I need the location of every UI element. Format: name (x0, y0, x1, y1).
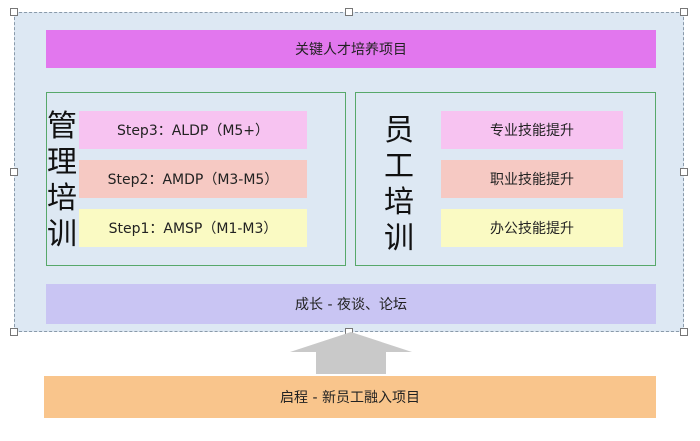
program-title-bar: 关键人才培养项目 (46, 30, 656, 68)
skill-professional: 专业技能提升 (441, 111, 623, 149)
resize-handle-top-center[interactable] (345, 8, 353, 16)
growth-bar: 成长 - 夜谈、论坛 (46, 284, 656, 324)
resize-handle-top-right[interactable] (680, 8, 688, 16)
resize-handle-middle-right[interactable] (680, 168, 688, 176)
step-label: Step1：AMSP（M1-M3） (108, 221, 278, 237)
skill-career: 职业技能提升 (441, 160, 623, 198)
management-training-panel: 管 理 培 训 Step3：ALDP（M5+） Step2：AMDP（M3-M5… (46, 92, 346, 266)
resize-handle-middle-left[interactable] (10, 168, 18, 176)
skill-label: 职业技能提升 (490, 172, 574, 188)
onboarding-bar: 启程 - 新员工融入项目 (44, 376, 656, 418)
heading-char: 管 (47, 109, 77, 144)
management-step-1: Step1：AMSP（M1-M3） (79, 209, 307, 247)
management-step-2: Step2：AMDP（M3-M5） (79, 160, 307, 198)
growth-label: 成长 - 夜谈、论坛 (295, 297, 407, 313)
resize-handle-bottom-right[interactable] (680, 328, 688, 336)
employee-training-panel: 员 工 培 训 专业技能提升 职业技能提升 办公技能提升 (355, 92, 656, 266)
resize-handle-top-left[interactable] (10, 8, 18, 16)
heading-char: 训 (384, 221, 414, 256)
onboarding-label: 启程 - 新员工融入项目 (280, 390, 420, 406)
heading-char: 员 (384, 113, 414, 148)
heading-char: 训 (47, 217, 77, 252)
skill-label: 专业技能提升 (490, 123, 574, 139)
up-arrow-icon (290, 332, 412, 374)
management-step-3: Step3：ALDP（M5+） (79, 111, 307, 149)
skill-office: 办公技能提升 (441, 209, 623, 247)
management-training-heading: 管 理 培 训 (47, 109, 77, 253)
employee-training-heading: 员 工 培 训 (384, 113, 414, 257)
heading-char: 工 (384, 149, 414, 184)
heading-char: 培 (47, 181, 77, 216)
skill-label: 办公技能提升 (490, 221, 574, 237)
program-title: 关键人才培养项目 (295, 42, 407, 58)
resize-handle-bottom-left[interactable] (10, 328, 18, 336)
heading-char: 理 (47, 145, 77, 180)
heading-char: 培 (384, 185, 414, 220)
step-label: Step3：ALDP（M5+） (116, 123, 270, 139)
step-label: Step2：AMDP（M3-M5） (107, 172, 279, 188)
